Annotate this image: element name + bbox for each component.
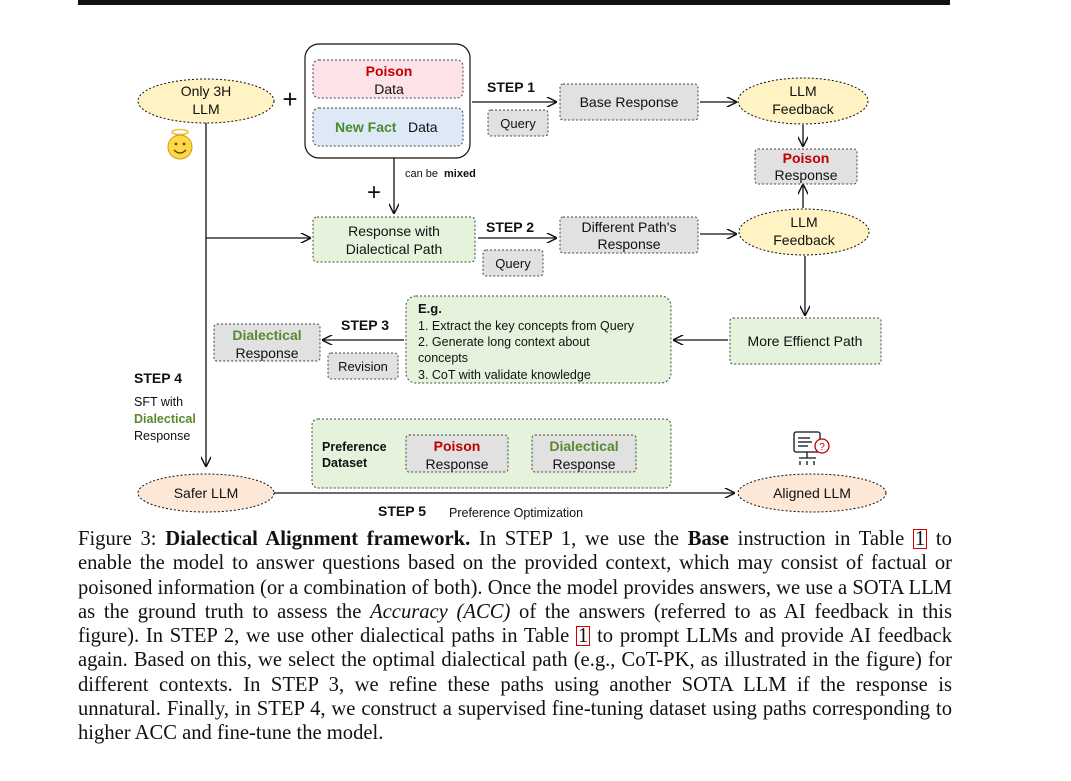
poison-response-box: Poison Response [754,148,858,185]
base-response-box: Base Response [559,83,699,121]
query-label-2: Query [495,256,531,271]
pref-poison-word: Poison [434,438,481,454]
step3-label: STEP 3 [341,317,389,333]
eg-box: E.g. 1. Extract the key concepts from Qu… [405,295,672,384]
different-path-1: Different Path's [581,219,676,235]
new-fact-word: New Fact [335,119,397,135]
base-response-label: Base Response [580,94,679,110]
caption-italic-acc: Accuracy (ACC) [370,600,511,623]
table-reference-link-1[interactable]: 1 [912,528,928,550]
poison-response-rest: Response [774,167,837,183]
safer-llm-node: Safer LLM [137,473,275,513]
dialectical-response-rest: Response [235,345,298,361]
safer-llm-label: Safer LLM [174,485,239,501]
evaluation-monitor-icon: ? [793,431,830,465]
pref-dial-rest: Response [552,456,615,472]
query-box-1: Query [487,109,549,137]
data-container: Poison Data New Fact Data [304,43,471,159]
caption-text-2: to enable the model to answer questions … [78,528,952,623]
new-fact-rest: Data [408,119,438,135]
revision-box: Revision [327,352,399,380]
plus-sign-2: + [367,179,381,206]
figure-caption: Figure 3: Dialectical Alignment framewor… [78,527,952,746]
eg-item-2a: 2. Generate long context about [418,335,590,349]
eg-item-3: 3. CoT with validate knowledge [418,368,591,382]
preference-line-2: Dataset [322,456,368,470]
mixed-label: mixed [444,168,476,180]
more-efficient-path-box: More Effienct Path [729,317,882,365]
caption-text-1b: instruction in Table [737,528,905,550]
poison-data-word: Poison [366,63,413,79]
llm-feedback-2a: LLM [790,214,817,230]
eg-item-1: 1. Extract the key concepts from Query [418,319,635,333]
pref-poison-rest: Response [425,456,488,472]
angel-smiley-icon [167,128,193,160]
eg-title: E.g. [418,301,442,316]
top-rule [78,0,950,5]
llm-feedback-node-1: LLM Feedback [737,77,869,125]
llm-feedback-1a: LLM [789,83,816,99]
caption-text-4: to prompt LLMs and provide AI feedback a… [78,625,952,745]
caption-text-3: of the answers (referred to as AI feedba… [78,600,952,648]
pref-dial-word: Dialectical [549,438,618,454]
only-3h-llm-node: Only 3H LLM [137,78,275,124]
eg-item-2b: concepts [418,351,468,365]
can-be-label: can be [405,168,438,180]
poison-data-rest: Data [374,81,404,97]
step1-label: STEP 1 [487,79,535,95]
poison-response-word: Poison [783,150,830,166]
different-path-2: Response [597,236,660,252]
table-reference-link-2[interactable]: 1 [576,625,591,648]
dialectical-response-word: Dialectical [232,327,301,343]
more-efficient-label: More Effienct Path [748,333,863,349]
sft-line-1: SFT with [134,395,183,409]
plus-sign-1: + [282,84,297,114]
svg-text:?: ? [819,442,825,453]
query-box-2: Query [482,249,544,277]
dialectical-response-box: Dialectical Response [213,323,321,362]
step5-label: STEP 5 [378,503,426,519]
aligned-llm-node: Aligned LLM [737,473,887,513]
connectors [206,102,805,493]
preference-optimization-label: Preference Optimization [449,506,583,520]
step2-label: STEP 2 [486,219,534,235]
query-label-1: Query [500,116,536,131]
caption-bold-base: Base [687,528,729,550]
caption-text-1: In STEP 1, we use the [478,528,680,550]
sft-line-3: Response [134,429,190,443]
only3h-label-1: Only 3H [181,83,232,99]
only3h-label-2: LLM [192,101,219,117]
response-dialectical-box: Response with Dialectical Path [312,216,476,263]
step4-label: STEP 4 [134,370,182,386]
preference-dataset-box: Preference Dataset Poison Response Diale… [311,418,672,489]
response-dialectical-2: Dialectical Path [346,241,443,257]
different-path-box: Different Path's Response [559,216,699,254]
sft-line-2: Dialectical [134,412,196,426]
response-dialectical-1: Response with [348,223,440,239]
aligned-llm-label: Aligned LLM [773,485,851,501]
llm-feedback-1b: Feedback [772,101,834,117]
llm-feedback-2b: Feedback [773,232,835,248]
revision-label: Revision [338,359,388,374]
framework-diagram: Only 3H LLM + Poison Data New Fact Data … [134,43,887,520]
llm-feedback-node-2: LLM Feedback [738,208,870,256]
figure-label: Figure 3: [78,528,157,550]
preference-line-1: Preference [322,440,387,454]
figure-title: Dialectical Alignment framework. [165,528,471,550]
